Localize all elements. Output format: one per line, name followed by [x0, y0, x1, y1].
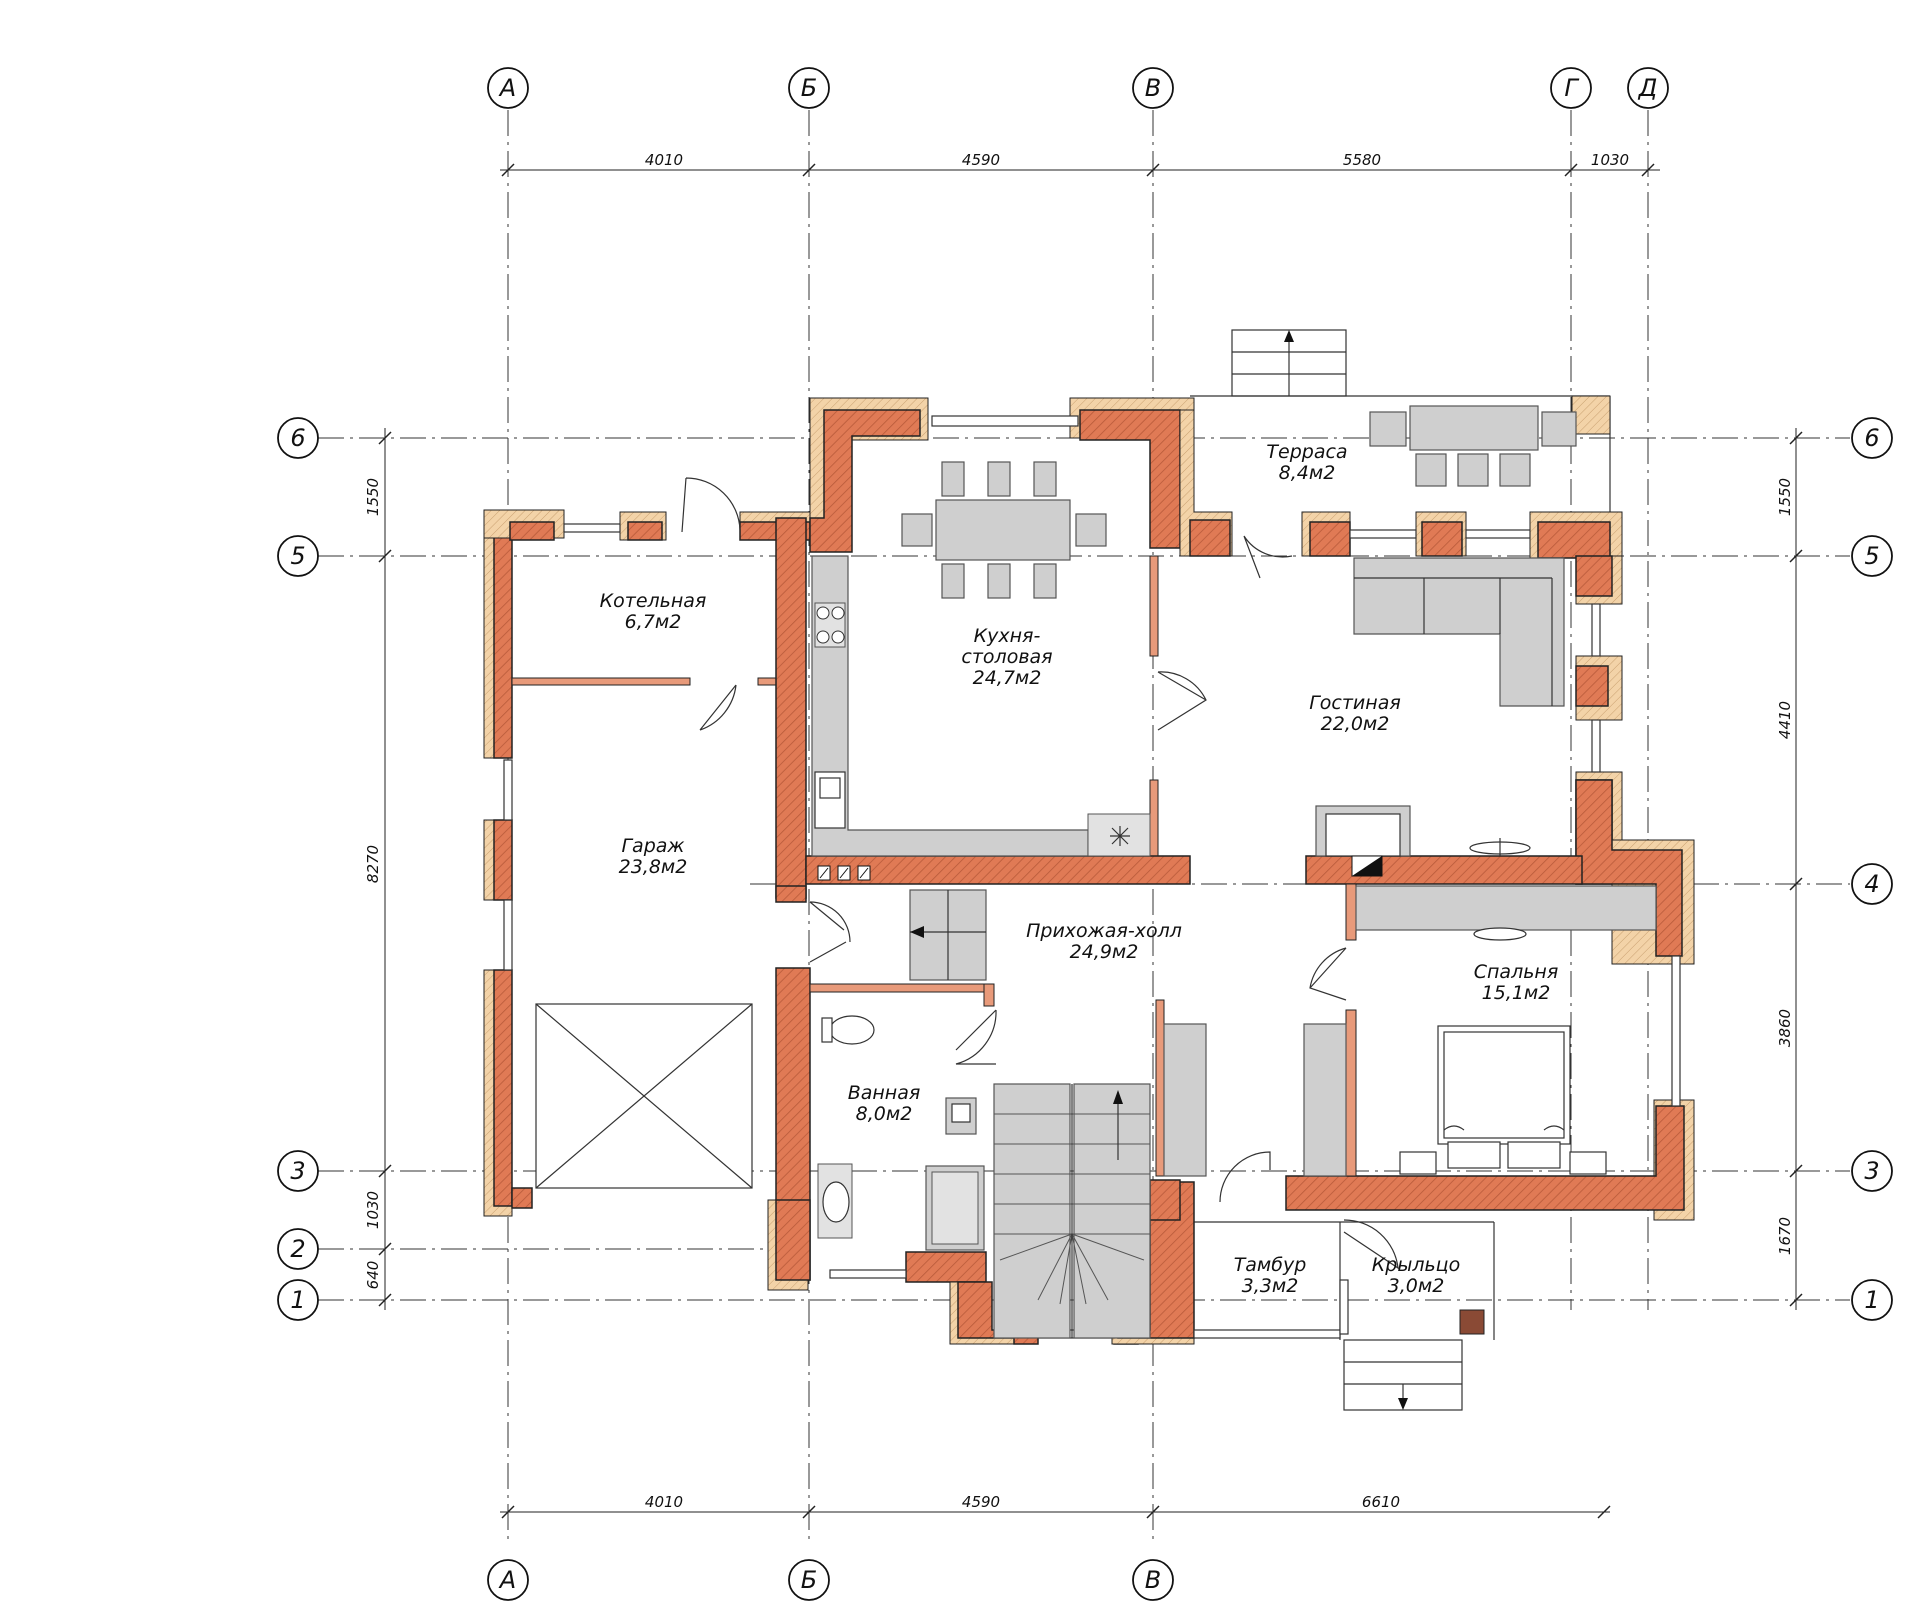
dim-top-3: 5580: [1343, 151, 1381, 169]
dim-bottom-2: 4590: [962, 1493, 1000, 1511]
room-porch-name: Крыльцо: [1372, 1254, 1460, 1276]
axis-left-2: 2: [290, 1235, 305, 1263]
dim-top-1: 4010: [645, 151, 683, 169]
porch-steps: [1343, 1339, 1463, 1411]
room-porch-area: 3,0м2: [1388, 1275, 1445, 1297]
doors: [681, 477, 1399, 1270]
room-living-area: 22,0м2: [1321, 713, 1390, 735]
fireplace: [1315, 805, 1531, 877]
dim-top-2: 4590: [962, 151, 1000, 169]
dining-set: [901, 461, 1107, 599]
dim-right-4: 1670: [1776, 1217, 1794, 1255]
room-hall-area: 24,9м2: [1070, 941, 1139, 963]
axis-markers-left: [277, 417, 319, 1321]
axis-left-5: 5: [290, 542, 305, 570]
axis-left-3: 3: [290, 1157, 305, 1185]
dim-bottom-1: 4010: [645, 1493, 683, 1511]
axis-bottom-a: А: [498, 1566, 516, 1594]
bathroom-fixtures: [817, 1015, 985, 1251]
axis-left-1: 1: [290, 1286, 305, 1314]
walls: [483, 397, 1695, 1345]
kitchen-counter: [811, 555, 1151, 881]
dimensions-left: 1550 8270 1030 640: [364, 478, 382, 1289]
room-garage-name: Гараж: [621, 835, 684, 857]
dim-left-1: 1550: [364, 478, 382, 516]
porch-outline: [1192, 1221, 1495, 1340]
hall-wardrobes: [1163, 885, 1657, 1177]
terrace-dining-set: [1369, 405, 1577, 487]
room-labels: Котельная 6,7м2 Кухня- столовая 24,7м2 Т…: [600, 441, 1559, 1297]
dimensions-right: 1550 4410 3860 1670: [1776, 478, 1794, 1255]
dimensions-bottom: 4010 4590 6610: [645, 1493, 1400, 1511]
terrace-outline: [1190, 395, 1611, 512]
dim-right-3: 3860: [1776, 1009, 1794, 1047]
dim-bottom-3: 6610: [1362, 1493, 1400, 1511]
room-kitchen-area: 24,7м2: [973, 667, 1042, 689]
axis-right-5: 5: [1864, 542, 1879, 570]
living-sofa: [1353, 557, 1565, 707]
dim-right-1: 1550: [1776, 478, 1794, 516]
room-hall-name: Прихожая-холл: [1026, 920, 1182, 942]
room-kitchen-name2: столовая: [961, 646, 1052, 668]
dim-left-4: 640: [364, 1261, 382, 1290]
axis-markers-right: [1851, 417, 1893, 1321]
dim-left-2: 8270: [364, 845, 382, 883]
room-garage-area: 23,8м2: [619, 856, 688, 878]
dimension-lines: [378, 163, 1803, 1519]
axis-right-3: 3: [1864, 1157, 1879, 1185]
bed: [1399, 1025, 1607, 1175]
dim-top-4: 1030: [1591, 151, 1629, 169]
axis-right-1: 1: [1864, 1286, 1879, 1314]
room-bath-name: Ванная: [848, 1082, 921, 1104]
room-vestibule-area: 3,3м2: [1242, 1275, 1299, 1297]
axis-markers-top: [487, 67, 1669, 109]
room-boiler-name: Котельная: [600, 590, 707, 612]
axis-right-6: 6: [1864, 424, 1879, 452]
axis-top-a: А: [498, 74, 516, 102]
axis-bottom-b: Б: [801, 1566, 817, 1594]
axis-top-v: В: [1145, 74, 1161, 102]
axis-bottom-v: В: [1145, 1566, 1161, 1594]
room-living-name: Гостиная: [1309, 692, 1401, 714]
dimensions-top: 4010 4590 5580 1030: [645, 151, 1629, 169]
axis-top-b: Б: [801, 74, 817, 102]
dim-left-3: 1030: [364, 1191, 382, 1229]
room-terrace-area: 8,4м2: [1279, 462, 1336, 484]
room-bath-area: 8,0м2: [856, 1103, 913, 1125]
garage-parking-bay: [535, 1003, 753, 1189]
room-bedroom-name: Спальня: [1474, 961, 1559, 983]
axis-top-d: Д: [1638, 74, 1658, 102]
dim-right-2: 4410: [1776, 701, 1794, 739]
room-bedroom-area: 15,1м2: [1482, 982, 1551, 1004]
room-kitchen-name: Кухня-: [974, 625, 1041, 647]
room-boiler-area: 6,7м2: [625, 611, 682, 633]
stairs: [909, 889, 1151, 1339]
room-terrace-name: Терраса: [1266, 441, 1347, 463]
axis-right-4: 4: [1864, 870, 1879, 898]
room-vestibule-name: Тамбур: [1234, 1254, 1307, 1276]
axis-top-g: Г: [1564, 74, 1579, 102]
terrace-steps: [1231, 329, 1347, 397]
axis-markers-bottom: [487, 1559, 1174, 1601]
axis-left-6: 6: [290, 424, 305, 452]
